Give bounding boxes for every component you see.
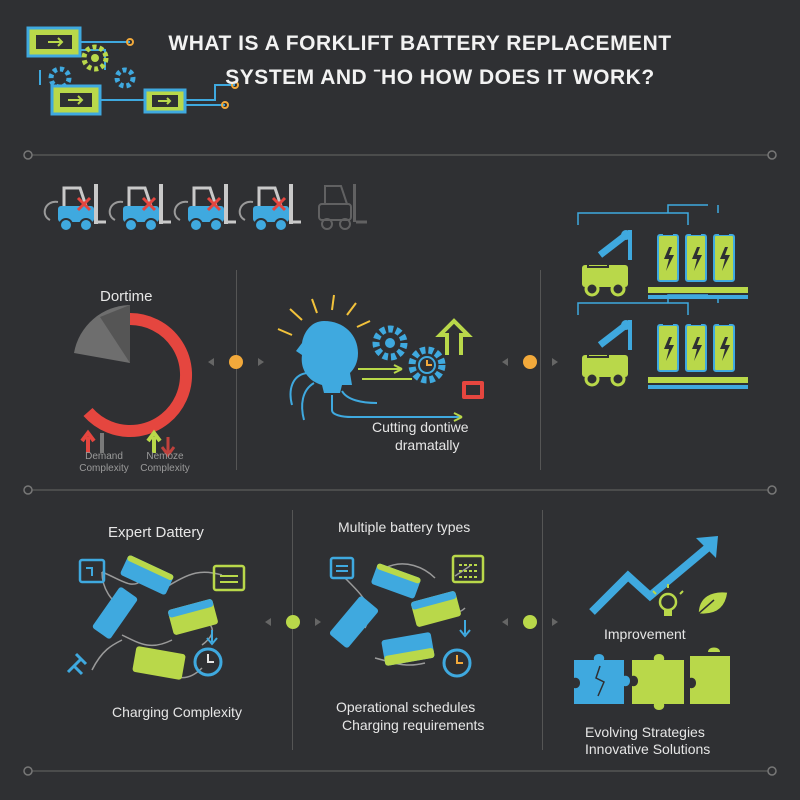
connector-dot-1 [208, 355, 264, 369]
divider-middle [23, 485, 777, 495]
connector-dot-3 [265, 615, 321, 629]
lightbulb-icon [652, 584, 684, 616]
evolving-strategies-caption: Evolving Strategies Innovative Solutions [585, 724, 711, 757]
divider-top [23, 150, 777, 160]
connector-dot-2 [502, 355, 558, 369]
header-circuit-graphic [26, 26, 239, 116]
leaf-icon [697, 590, 729, 616]
page-title-line2: SYSTEM AND ˉHO HOW DOES IT WORK? [225, 66, 655, 89]
battery-cell-2 [92, 587, 138, 639]
multiple-battery-types-title: Multiple battery types [338, 519, 471, 535]
separator-v2 [540, 270, 541, 470]
stopwatch-icon-mid [442, 648, 472, 678]
schedule-icon [329, 556, 355, 580]
puzzle-pieces [574, 647, 730, 710]
plug-icon [66, 652, 88, 676]
clock-gear-icon [408, 346, 446, 384]
separator-v3 [292, 510, 293, 750]
battery-rack-graphic [568, 204, 768, 385]
up-arrow-icon [435, 318, 473, 355]
forklift-row [43, 182, 367, 233]
connector-dot-4 [502, 615, 558, 629]
operational-schedules-caption: Operational schedules Charging requireme… [336, 699, 485, 733]
puzzle-piece-lime-2 [690, 656, 730, 704]
head-icon [296, 321, 358, 393]
expert-battery-title: Expert Dattery [108, 524, 204, 541]
battery-cell-5 [371, 563, 421, 599]
gear-icon-right [114, 67, 136, 89]
battery-cell-6 [329, 596, 379, 648]
improvement-graphic [589, 536, 729, 616]
stopwatch-icon [193, 647, 223, 677]
battery-network-middle [329, 554, 485, 678]
separator-v4 [542, 510, 543, 750]
battery-cell-1 [120, 555, 174, 595]
gear-icon [81, 44, 109, 72]
demand-complexity-label: Demand Complexity [79, 451, 129, 474]
improvement-title: Improvement [604, 626, 686, 642]
growth-arrow-icon [589, 540, 715, 615]
separator-v1 [236, 270, 237, 470]
gear-icon-large [372, 325, 408, 361]
page-title-line1: WHAT IS A FORKLIFT BATTERY REPLACEMENT [168, 32, 672, 55]
nemoze-complexity-label: Nemoze Complexity [140, 451, 190, 474]
puzzle-piece-lime [632, 654, 684, 710]
puzzle-piece-blue [574, 654, 630, 704]
battery-cell-4 [132, 646, 186, 680]
cutting-downtime-caption: Cutting dontiwe dramatally [372, 419, 469, 453]
calendar-grid-icon [212, 564, 246, 592]
battery-network-left [66, 555, 246, 680]
downtime-label: Dortime [100, 288, 153, 305]
downtime-donut-chart [74, 305, 193, 437]
complexity-arrows [80, 429, 176, 458]
calendar-grid-icon-mid [451, 554, 485, 584]
head-gears-graphic [277, 294, 484, 422]
charging-complexity-caption: Charging Complexity [112, 704, 242, 720]
divider-bottom [23, 766, 777, 776]
calendar-icon [78, 558, 106, 584]
